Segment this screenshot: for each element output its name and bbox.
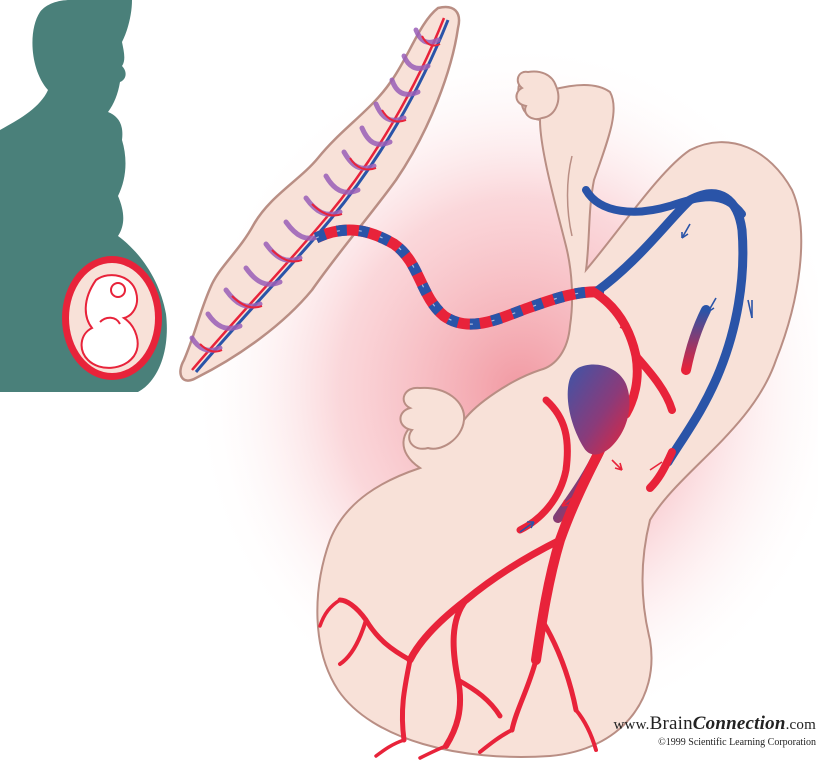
url-connection: Connection bbox=[693, 713, 786, 734]
url-suffix: .com bbox=[786, 717, 816, 733]
brainconnection-url: www.BrainConnection.com bbox=[614, 713, 817, 735]
credit-block: www.BrainConnection.com ©1999 Scientific… bbox=[614, 713, 817, 748]
copyright-text: ©1999 Scientific Learning Corporation bbox=[614, 737, 817, 748]
url-prefix: www. bbox=[614, 717, 650, 733]
url-brand: Brain bbox=[650, 713, 693, 734]
womb-inset bbox=[62, 256, 162, 380]
